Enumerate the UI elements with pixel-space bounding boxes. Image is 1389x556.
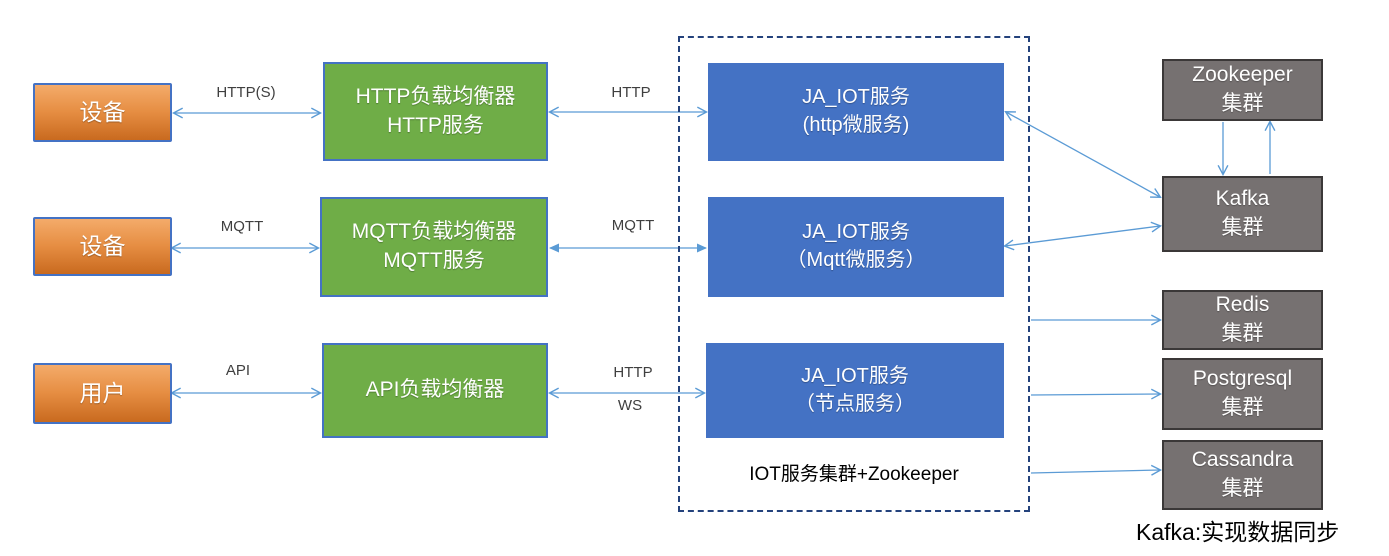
node-http-load-balancer: HTTP负载均衡器 HTTP服务 — [323, 62, 548, 161]
node-zookeeper-line1: Zookeeper — [1192, 63, 1293, 87]
node-api-lb-line1: API负载均衡器 — [365, 378, 505, 402]
node-device-1: 设备 — [33, 83, 172, 142]
arrow-http-service-kafka — [1004, 111, 1162, 198]
node-api-load-balancer: API负载均衡器 — [322, 343, 548, 438]
node-ja-iot-node-line2: （节点服务） — [795, 392, 915, 415]
node-user-label: 用户 — [79, 379, 126, 406]
node-postgresql-line1: Postgresql — [1192, 367, 1293, 391]
node-zookeeper-cluster: Zookeeper 集群 — [1162, 59, 1323, 121]
arrow-cluster-cassandra — [1030, 464, 1163, 476]
node-ja-iot-node-service: JA_IOT服务 （节点服务） — [706, 343, 1004, 438]
node-ja-iot-mqtt-line1: JA_IOT服务 — [802, 221, 910, 244]
node-ja-iot-mqtt-service: JA_IOT服务 （Mqtt微服务） — [708, 197, 1004, 297]
node-cassandra-cluster: Cassandra 集群 — [1162, 440, 1323, 510]
node-ja-iot-node-line1: JA_IOT服务 — [801, 364, 909, 387]
edge-label-api: API — [225, 362, 251, 379]
node-cassandra-line1: Cassandra — [1191, 448, 1294, 472]
edge-label-https: HTTP(S) — [216, 84, 276, 101]
node-ja-iot-http-line1: JA_IOT服务 — [802, 86, 910, 109]
edge-label-http-row3: HTTP — [613, 364, 653, 381]
edge-label-http-row1: HTTP — [611, 84, 651, 101]
node-kafka-line2: 集群 — [1221, 216, 1264, 239]
kafka-footnote: Kafka:实现数据同步 — [1136, 519, 1340, 545]
node-http-lb-line2: HTTP服务 — [387, 113, 484, 137]
node-redis-line2: 集群 — [1221, 322, 1264, 345]
node-postgresql-cluster: Postgresql 集群 — [1162, 358, 1323, 430]
node-device-2: 设备 — [33, 217, 172, 276]
node-http-lb-line1: HTTP负载均衡器 — [355, 84, 516, 108]
node-kafka-cluster: Kafka 集群 — [1162, 176, 1323, 252]
arrow-mqtt-service-kafka — [1002, 221, 1163, 251]
node-redis-cluster: Redis 集群 — [1162, 290, 1323, 350]
node-device-2-label: 设备 — [79, 232, 126, 259]
node-user: 用户 — [33, 363, 172, 424]
iot-cluster-caption: IOT服务集群+Zookeeper — [749, 464, 959, 485]
node-ja-iot-http-service: JA_IOT服务 (http微服务) — [708, 63, 1004, 161]
arrow-cluster-postgresql — [1030, 388, 1163, 400]
node-ja-iot-mqtt-line2: （Mqtt微服务） — [786, 249, 926, 271]
edge-label-mqtt-right: MQTT — [611, 217, 655, 234]
edge-label-ws: WS — [617, 397, 643, 414]
node-cassandra-line2: 集群 — [1221, 477, 1264, 500]
iot-service-cluster-container — [678, 36, 1030, 512]
node-redis-line1: Redis — [1215, 293, 1270, 317]
node-zookeeper-line2: 集群 — [1221, 92, 1264, 115]
node-ja-iot-http-line2: (http微服务) — [802, 114, 910, 136]
node-postgresql-line2: 集群 — [1221, 396, 1264, 419]
node-device-1-label: 设备 — [79, 98, 126, 125]
node-kafka-line1: Kafka — [1215, 187, 1270, 211]
node-mqtt-lb-line1: MQTT负载均衡器 — [351, 220, 517, 244]
node-mqtt-lb-line2: MQTT服务 — [383, 249, 485, 272]
edge-label-mqtt-left: MQTT — [220, 218, 264, 235]
node-mqtt-load-balancer: MQTT负载均衡器 MQTT服务 — [320, 197, 548, 297]
